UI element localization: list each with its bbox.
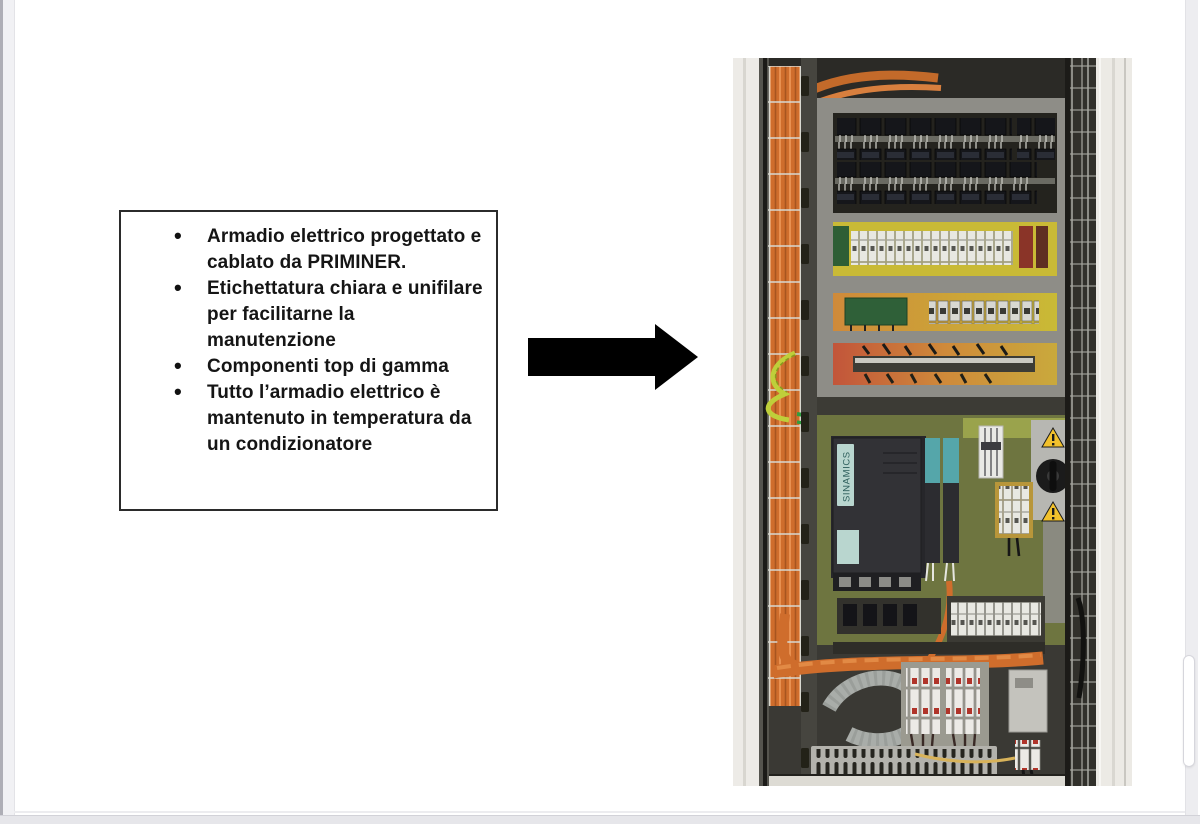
- viewer-bottom-bar: [0, 815, 1200, 824]
- power-supply: [914, 669, 1048, 785]
- relay-rows: [833, 113, 1057, 213]
- viewer-left-edge: [0, 0, 3, 824]
- orange-cable-bundle: [765, 66, 802, 706]
- vent-grille: [811, 746, 997, 778]
- drive-section: SINAMICS: [817, 415, 1073, 662]
- bullet-textbox: Armadio elettrico progettato e cablato d…: [119, 210, 498, 511]
- ground-wire: [765, 350, 797, 423]
- sinamics-drive: SINAMICS: [831, 436, 926, 591]
- drive-label: SINAMICS: [842, 451, 853, 502]
- lower-terminal-strip: [833, 596, 1045, 654]
- terminal-row-lower: [833, 343, 1057, 385]
- bullet-item: Componenti top di gamma: [174, 353, 483, 380]
- siemens-modules: [925, 438, 959, 662]
- warning-icon: [1041, 501, 1065, 522]
- mini-terminals: [995, 482, 1033, 557]
- terminal-row-upper: [833, 222, 1057, 276]
- bullet-item: Tutto l’armadio elettrico è mantenuto in…: [174, 379, 483, 458]
- bullet-item: Armadio elettrico progettato e cablato d…: [174, 223, 483, 276]
- warning-icon: [1041, 427, 1065, 448]
- component-panel: [817, 98, 1070, 418]
- bullet-list: Armadio elettrico progettato e cablato d…: [121, 212, 496, 458]
- scrollbar-thumb[interactable]: [1183, 655, 1195, 767]
- page-bottom-edge: [14, 811, 1186, 813]
- viewer-left-margin: [3, 0, 15, 824]
- right-door: [1065, 58, 1132, 786]
- frame-strip: [801, 58, 817, 786]
- black-cable: [1075, 597, 1086, 699]
- scrollbar-track[interactable]: [1183, 0, 1198, 815]
- yellow-wire: [914, 752, 1016, 764]
- contactor: [978, 425, 1004, 479]
- fuse-blocks: [901, 662, 989, 748]
- electrical-cabinet-photo: SINAMICS: [733, 58, 1132, 786]
- pcb-module-row: [833, 293, 1057, 331]
- bullet-item: Etichettatura chiara e unifilare per fac…: [174, 275, 483, 354]
- right-arrow-icon: [528, 324, 698, 390]
- bottom-sill: [769, 774, 1065, 786]
